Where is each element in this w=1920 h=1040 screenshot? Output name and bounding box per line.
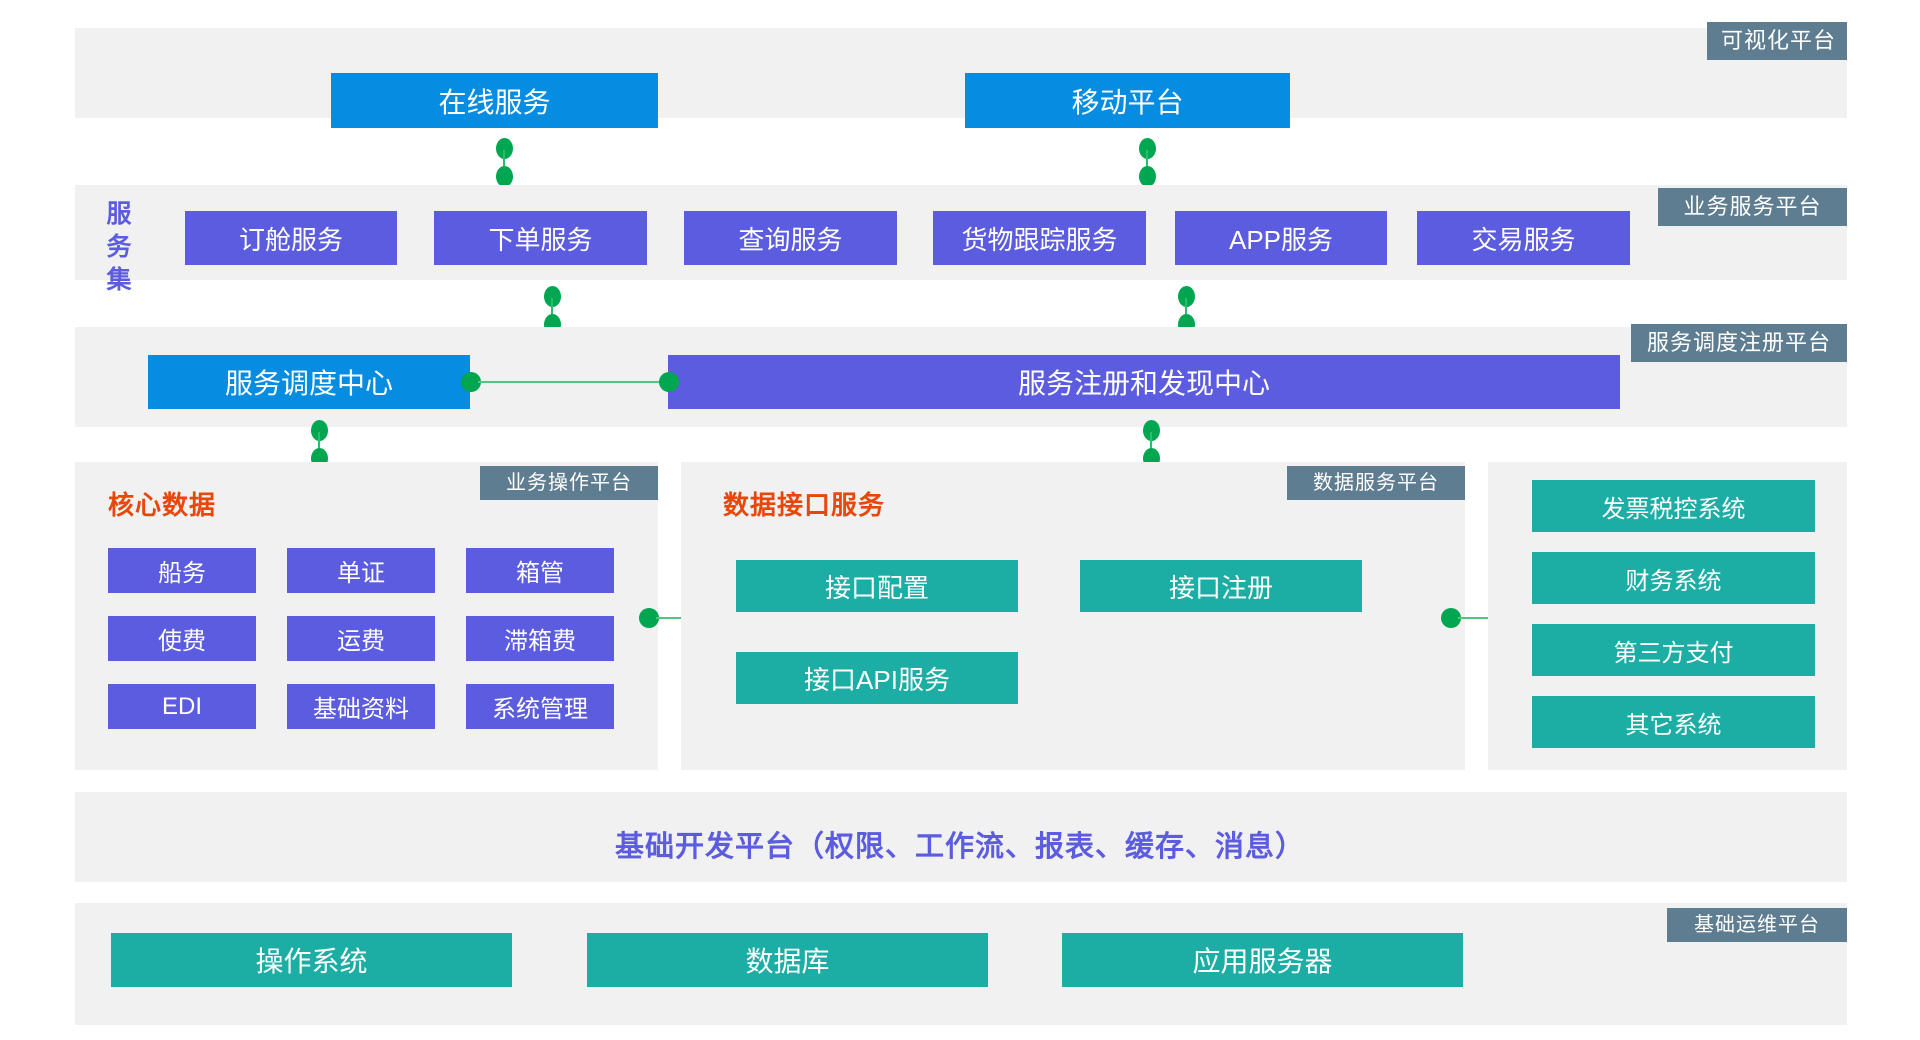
tag-data-service-platform: 数据服务平台 [1287,466,1465,500]
box-basic-data[interactable]: 基础资料 [287,684,435,729]
box-third-party-payment[interactable]: 第三方支付 [1532,624,1815,676]
connector-dot [544,286,561,307]
box-demurrage[interactable]: 滞箱费 [466,616,614,661]
core-data-heading: 核心数据 [108,490,217,520]
box-application-server[interactable]: 应用服务器 [1062,933,1463,987]
connector-dot [1441,608,1461,628]
box-cargo-tracking-service[interactable]: 货物跟踪服务 [933,211,1146,265]
connector-dot [1143,420,1160,441]
box-database[interactable]: 数据库 [587,933,988,987]
connector-line [1185,298,1187,320]
box-invoice-tax-system[interactable]: 发票税控系统 [1532,480,1815,532]
connector-line [1150,432,1152,454]
box-interface-config[interactable]: 接口配置 [736,560,1018,612]
data-interface-service-heading: 数据接口服务 [723,490,886,520]
data-service-panel [681,462,1465,770]
box-mobile-platform[interactable]: 移动平台 [965,73,1290,128]
box-port-charges[interactable]: 使费 [108,616,256,661]
connector-dot [659,372,679,392]
box-interface-api-service[interactable]: 接口API服务 [736,652,1018,704]
box-service-dispatch-center[interactable]: 服务调度中心 [148,355,470,409]
connector-dot [496,138,513,159]
box-transaction-service[interactable]: 交易服务 [1417,211,1630,265]
box-interface-registration[interactable]: 接口注册 [1080,560,1362,612]
connector-dot [1139,138,1156,159]
connector-line [1458,617,1510,619]
box-system-management[interactable]: 系统管理 [466,684,614,729]
tag-infrastructure-platform: 基础运维平台 [1667,908,1847,942]
connector-line [478,381,670,383]
box-app-service[interactable]: APP服务 [1175,211,1387,265]
connector-line [1146,150,1148,172]
box-operating-system[interactable]: 操作系统 [111,933,512,987]
box-shipping-affairs[interactable]: 船务 [108,548,256,593]
tag-dispatch-registry-platform: 服务调度注册平台 [1631,324,1847,362]
box-documents[interactable]: 单证 [287,548,435,593]
tag-business-service-platform: 业务服务平台 [1658,188,1847,226]
box-order-service[interactable]: 下单服务 [434,211,647,265]
connector-dot [496,166,513,187]
connector-line [503,150,505,172]
box-online-service[interactable]: 在线服务 [331,73,658,128]
dev-platform-band [75,792,1847,882]
service-set-side-label: 服务集 [106,200,132,294]
box-container-management[interactable]: 箱管 [466,548,614,593]
box-booking-service[interactable]: 订舱服务 [185,211,397,265]
connector-dot [1178,286,1195,307]
connector-dot [461,372,481,392]
tag-visualization-platform: 可视化平台 [1707,22,1847,60]
box-other-systems[interactable]: 其它系统 [1532,696,1815,748]
dev-platform-title: 基础开发平台（权限、工作流、报表、缓存、消息） [614,831,1305,863]
connector-line [318,432,320,454]
box-query-service[interactable]: 查询服务 [684,211,897,265]
connector-dot [639,608,659,628]
box-freight-charges[interactable]: 运费 [287,616,435,661]
connector-line [551,298,553,320]
box-service-registry-center[interactable]: 服务注册和发现中心 [668,355,1620,409]
box-edi[interactable]: EDI [108,684,256,729]
tag-business-operation-platform: 业务操作平台 [480,466,658,500]
box-finance-system[interactable]: 财务系统 [1532,552,1815,604]
connector-dot [311,420,328,441]
connector-dot [1139,166,1156,187]
